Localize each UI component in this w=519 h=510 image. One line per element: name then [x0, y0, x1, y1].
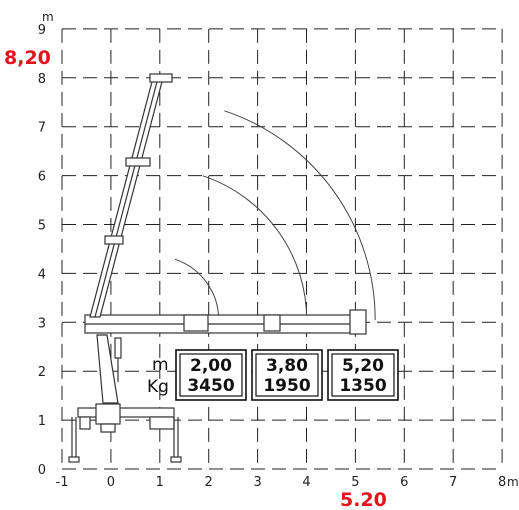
raised-boom-mid — [94, 77, 159, 318]
grid — [61, 28, 503, 470]
x-tick-label: 5 — [351, 475, 359, 490]
boom-extension-1 — [183, 314, 209, 332]
x-tick-label: 7 — [449, 475, 457, 490]
y-tick-label: 5 — [38, 219, 46, 234]
crane-turret-bottom — [100, 423, 116, 433]
y-tick-label: 2 — [38, 365, 46, 380]
x-tick-label: 0 — [107, 475, 115, 490]
tick-labels: -1 0 1 2 3 4 5 6 7 8 0 1 2 3 4 5 6 7 8 9 — [38, 23, 507, 490]
load-weight-label: 1950 — [263, 376, 310, 396]
load-reach-label: 5,20 — [342, 356, 384, 376]
x-tick-label: 3 — [253, 475, 261, 490]
reach-arc — [174, 258, 220, 320]
load-weight-label: 3450 — [187, 376, 234, 396]
crane-turret-base — [95, 403, 121, 425]
x-tick-label: 4 — [302, 475, 310, 490]
y-axis-unit: m — [42, 10, 54, 24]
y-tick-label: 7 — [38, 121, 46, 136]
boom-tip — [349, 309, 367, 335]
outrigger-left-foot — [68, 456, 80, 463]
outrigger-right-box — [149, 416, 175, 430]
y-tick-label: 8 — [38, 72, 46, 87]
x-tick-label: 2 — [205, 475, 213, 490]
raised-boom-tip — [149, 73, 173, 83]
y-tick-label: 0 — [38, 463, 46, 478]
raised-boom-joint-1 — [104, 235, 124, 245]
reach-row-label: m — [152, 355, 169, 375]
load-weight-label: 1350 — [339, 376, 386, 396]
reach-arc — [224, 110, 376, 320]
x-tick-label: -1 — [56, 475, 69, 490]
load-box-inner — [179, 353, 243, 397]
crane-base-beam — [77, 407, 175, 418]
load-box-inner — [255, 353, 319, 397]
y-tick-label: 3 — [38, 316, 46, 331]
crane-illustration — [68, 73, 367, 463]
load-reach-label: 3,80 — [266, 356, 308, 376]
boom-extension-2 — [263, 314, 281, 332]
load-reach-label: 2,00 — [190, 356, 232, 376]
load-row-label: Kg — [147, 377, 169, 397]
reach-arc — [202, 175, 308, 320]
y-tick-label: 4 — [38, 267, 46, 282]
x-axis-unit: m — [507, 475, 519, 489]
outrigger-right-foot — [170, 456, 182, 463]
crane-ram-cylinder — [114, 337, 122, 359]
max-reach-label: 5.20 — [340, 489, 387, 510]
load-box-inner — [331, 353, 395, 397]
crane-column — [96, 334, 119, 404]
outrigger-left-box — [79, 416, 91, 430]
raised-boom-joint-2 — [125, 157, 151, 167]
reach-arcs — [174, 110, 376, 320]
x-tick-label: 1 — [156, 475, 164, 490]
x-tick-label: 8 — [498, 475, 506, 490]
y-tick-label: 6 — [38, 170, 46, 185]
y-tick-label: 1 — [38, 414, 46, 429]
max-height-label: 8,20 — [4, 47, 51, 69]
y-tick-label: 9 — [38, 23, 46, 38]
x-tick-label: 6 — [400, 475, 408, 490]
